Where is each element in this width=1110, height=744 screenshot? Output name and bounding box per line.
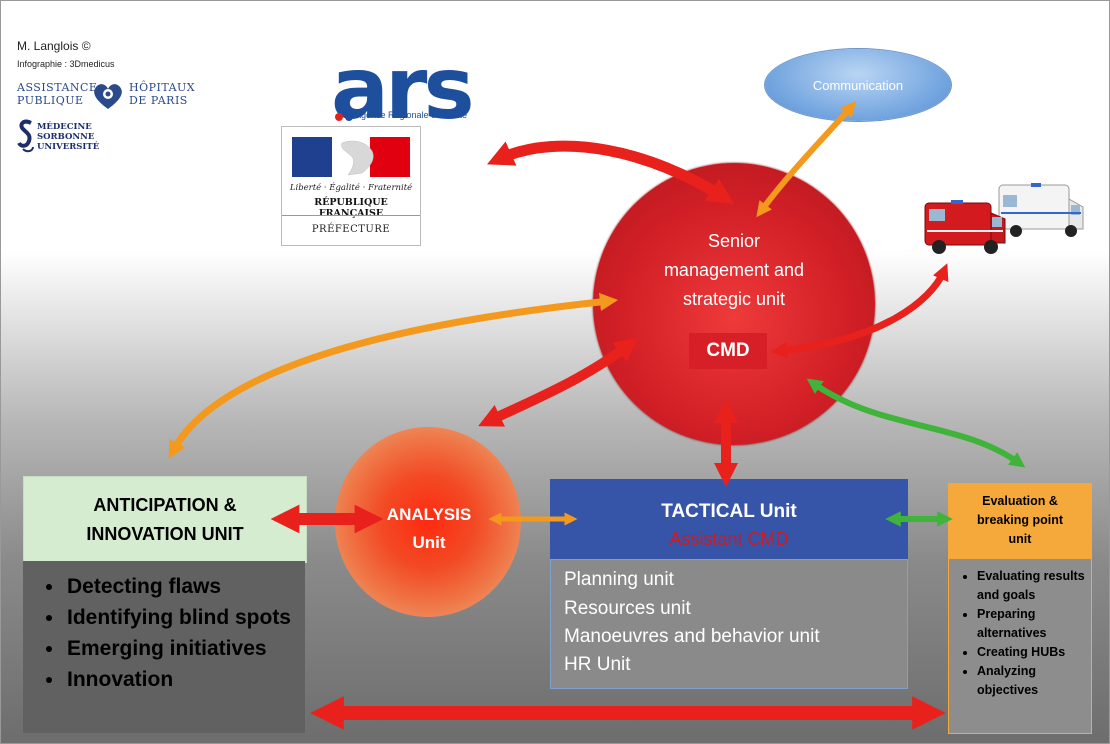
anticipation-task-list: Detecting flaws Identifying blind spots … bbox=[23, 561, 305, 733]
arrow-ars-cmd bbox=[486, 140, 735, 205]
tactical-unit-header: TACTICAL Unit Assistant CMD bbox=[550, 479, 908, 559]
prefecture-logo: Liberté · Égalité · Fraternité RÉPUBLIQU… bbox=[281, 126, 421, 246]
infographic-credit: Infographie : 3Dmedicus bbox=[17, 59, 115, 69]
list-item: Detecting flaws bbox=[65, 571, 305, 602]
list-item: Resources unit bbox=[564, 598, 691, 619]
evaluation-task-list: Evaluating results and goals Preparing a… bbox=[948, 558, 1092, 734]
tactical-task-list: Planning unit Resources unit Manoeuvres … bbox=[550, 559, 908, 689]
list-item: Innovation bbox=[65, 664, 305, 695]
arrow-cmd-analysis bbox=[478, 337, 639, 427]
list-item: Emerging initiatives bbox=[65, 633, 305, 664]
list-item: HR Unit bbox=[564, 654, 631, 675]
marianne-flag-icon bbox=[292, 137, 410, 177]
list-item: Identifying blind spots bbox=[65, 602, 305, 633]
tactical-subtitle: Assistant CMD bbox=[669, 529, 789, 549]
ambulances-icon bbox=[924, 183, 1084, 254]
ars-dot-red bbox=[335, 113, 343, 121]
cmd-label: CMD bbox=[689, 333, 767, 369]
list-item: Preparing alternatives bbox=[977, 605, 1091, 643]
arrow-cmd-ambulances bbox=[770, 263, 949, 359]
ars-logo: ars Agence Régionale de Santé bbox=[331, 39, 475, 139]
list-item: Planning unit bbox=[564, 569, 674, 590]
arrow-cmd-evaluation bbox=[806, 378, 1026, 468]
evaluation-unit-header: Evaluation & breaking point unit bbox=[948, 483, 1092, 558]
anticipation-unit-header: ANTICIPATION & INNOVATION UNIT bbox=[23, 476, 307, 563]
tactical-title: TACTICAL Unit bbox=[661, 501, 797, 522]
list-item: Evaluating results and goals bbox=[977, 567, 1091, 605]
author-credit: M. Langlois © bbox=[17, 39, 91, 53]
aphp-logo: ASSISTANCE PUBLIQUE HÔPITAUX DE PARIS bbox=[17, 81, 207, 111]
arrow-cmd-anticipation bbox=[168, 292, 619, 460]
senior-management-label: Senior management and strategic unit bbox=[663, 231, 805, 309]
list-item: Manoeuvres and behavior unit bbox=[564, 626, 820, 647]
list-item: Creating HUBs bbox=[977, 643, 1091, 662]
arrow-cmd-communication bbox=[756, 101, 857, 218]
list-item: Analyzing objectives bbox=[977, 662, 1091, 700]
sorbonne-s-icon bbox=[17, 119, 34, 153]
sorbonne-logo: MÉDECINE SORBONNE UNIVERSITÉ bbox=[17, 119, 127, 155]
analysis-unit-label: ANALYSIS Unit bbox=[386, 505, 472, 552]
ars-dot-blue bbox=[345, 113, 353, 121]
heart-icon bbox=[94, 84, 122, 109]
